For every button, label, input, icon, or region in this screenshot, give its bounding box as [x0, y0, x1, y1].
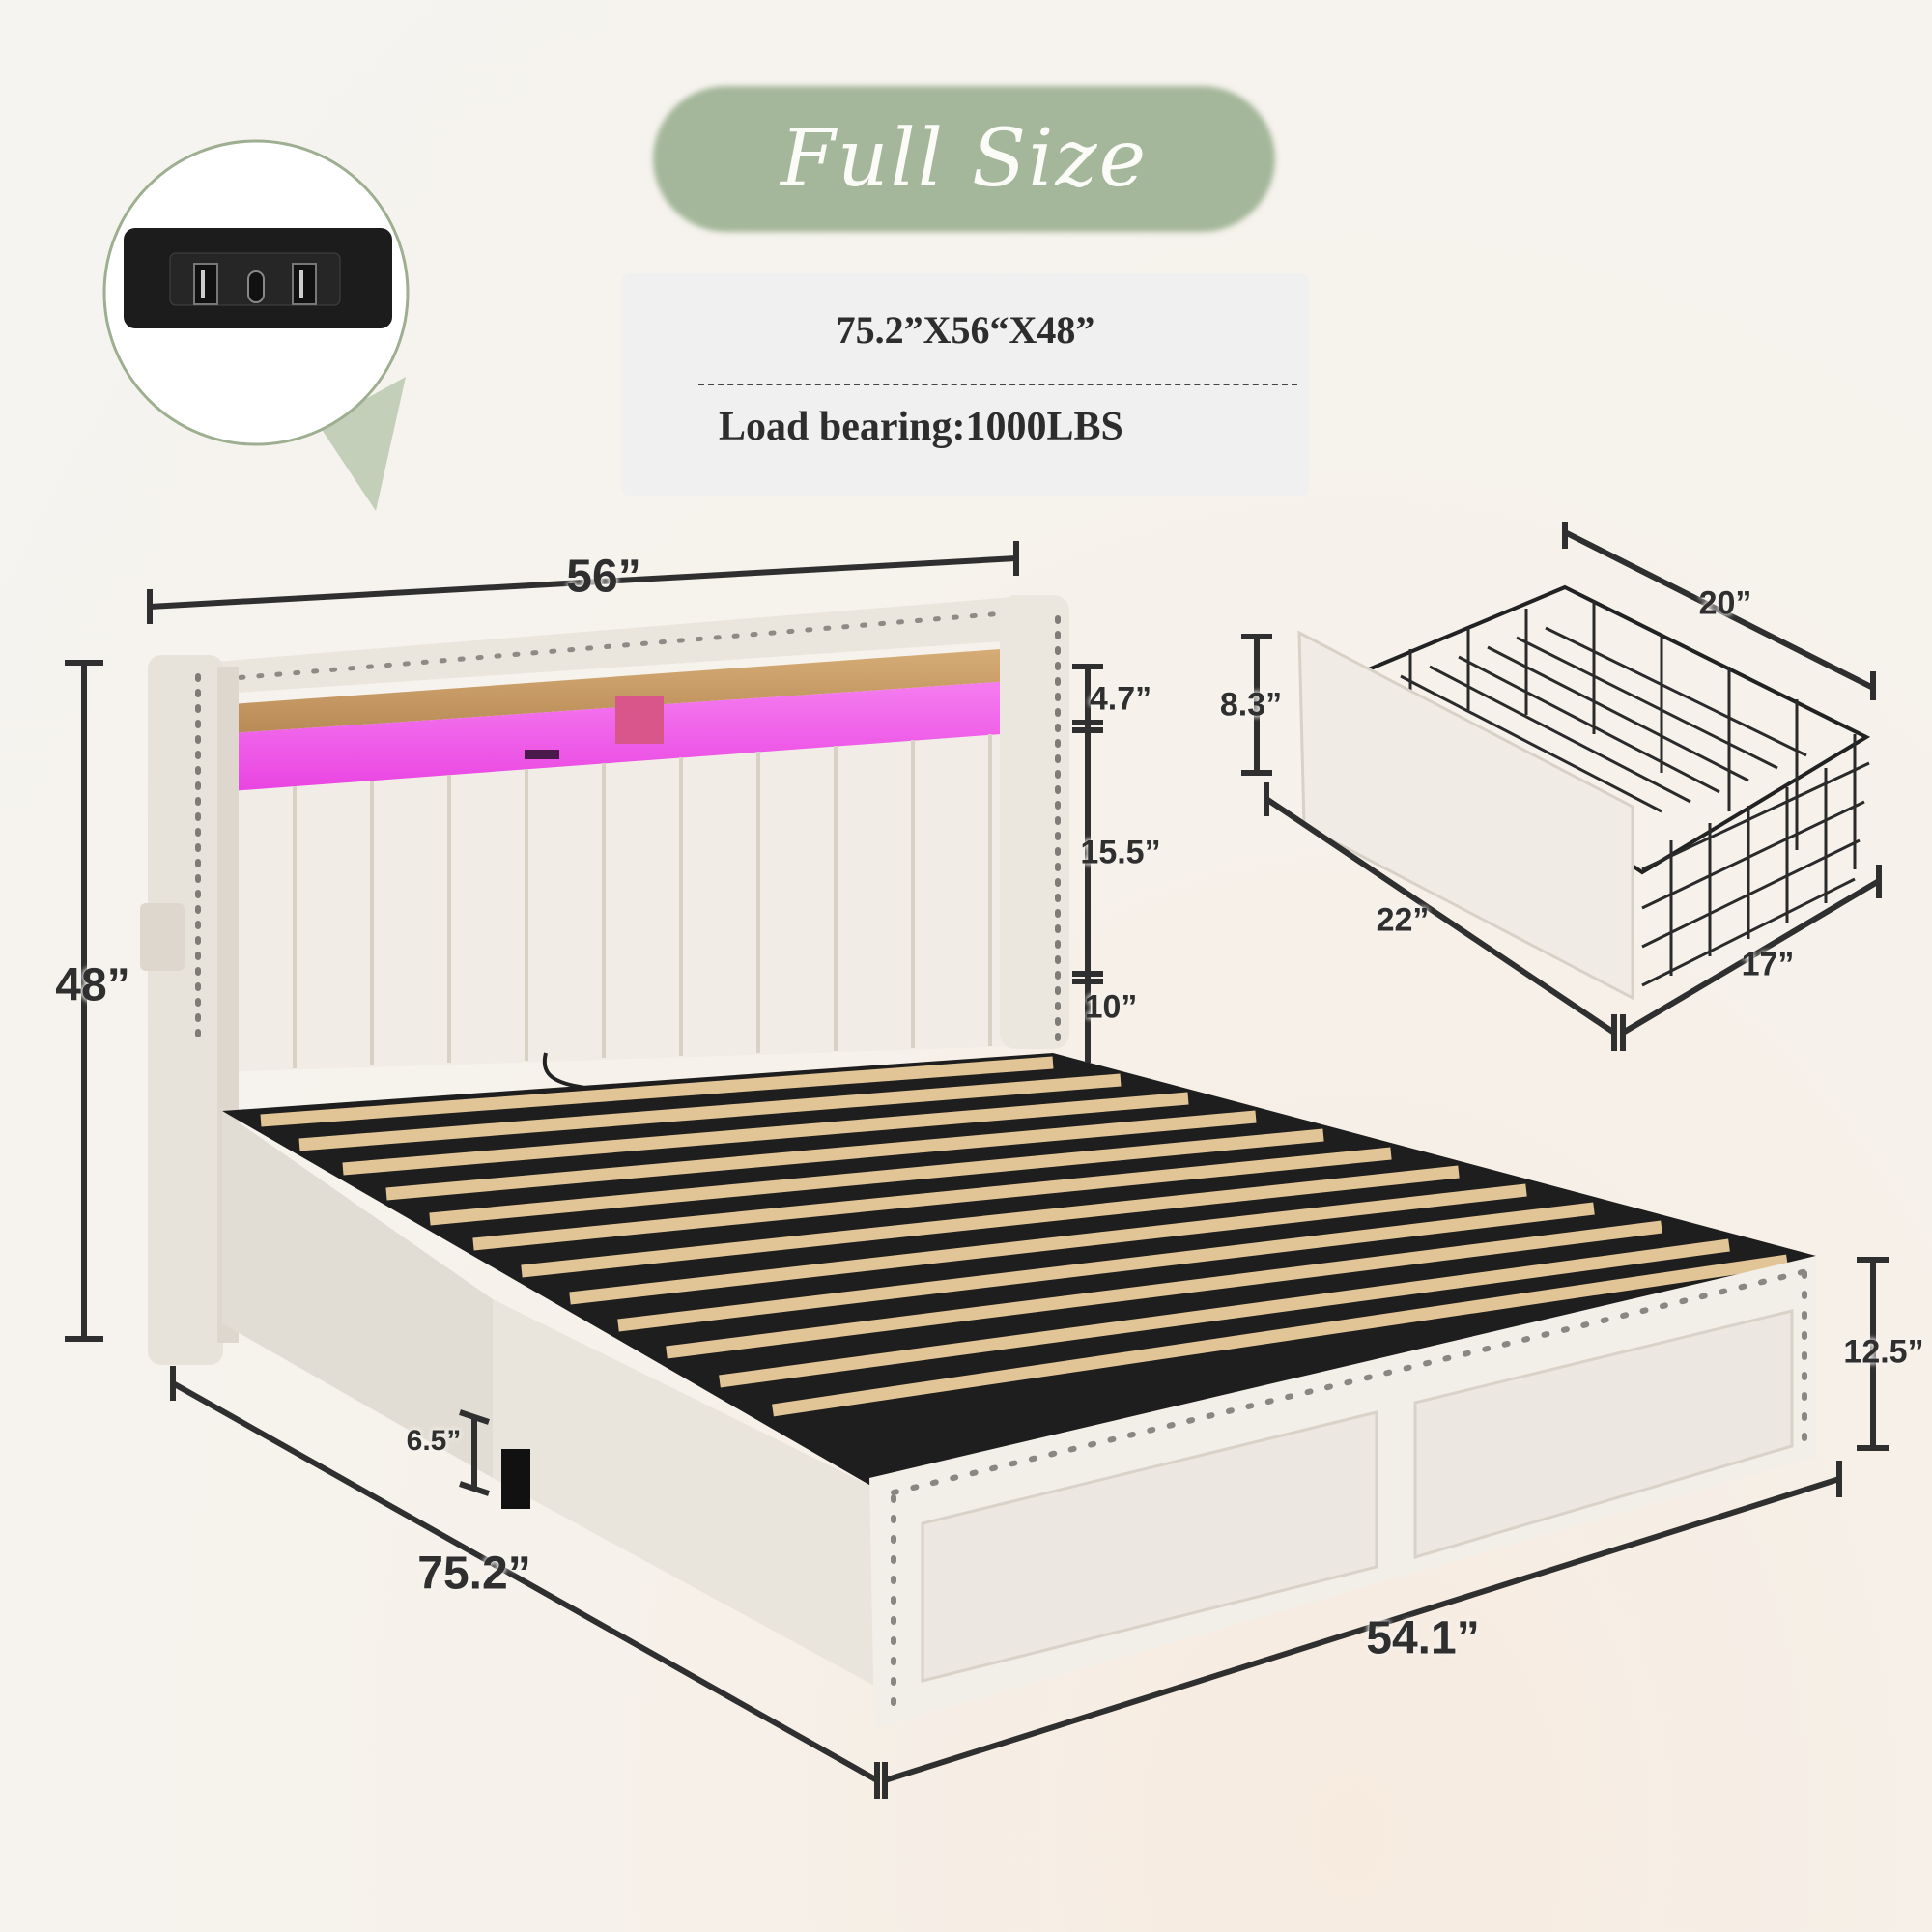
dim-width-top: 56”	[566, 551, 641, 603]
overall-dimensions: 75.2”X56“X48”	[836, 308, 1095, 352]
dim-drawer-width: 17”	[1741, 946, 1795, 983]
dim-headboard-gap: 10”	[1084, 988, 1138, 1026]
drawer-detail	[1297, 584, 1871, 1001]
usb-a-port-icon	[193, 263, 218, 305]
title-pill	[653, 86, 1275, 232]
dimension-lines	[65, 522, 1889, 1799]
drawer-front-left	[921, 1410, 1378, 1683]
dim-headboard-panel: 15.5”	[1080, 834, 1161, 871]
divider	[698, 384, 1297, 385]
dim-drawer-height: 8.3”	[1219, 686, 1283, 724]
usb-a-port-icon	[292, 263, 317, 305]
dim-height: 48”	[55, 959, 130, 1011]
bed-frame	[222, 1053, 1816, 1729]
drawer-front-right	[1413, 1309, 1794, 1560]
headboard	[140, 595, 1069, 1365]
dim-length: 75.2”	[417, 1548, 531, 1600]
dim-base-height: 12.5”	[1843, 1333, 1924, 1371]
dim-shelf-height: 4.7”	[1089, 680, 1152, 718]
usb-callout	[102, 139, 410, 511]
load-bearing: Load bearing:1000LBS	[719, 405, 1123, 449]
dim-drawer-length: 22”	[1376, 901, 1430, 939]
dim-leg-height: 6.5”	[406, 1425, 462, 1457]
drawer-front-panel	[1297, 630, 1634, 1001]
tufted-channels	[293, 734, 992, 1068]
dim-width-base: 54.1”	[1366, 1612, 1480, 1664]
page-title: Full Size	[780, 113, 1149, 205]
dim-drawer-depth: 20”	[1698, 584, 1752, 622]
usb-c-port-icon	[247, 270, 265, 303]
